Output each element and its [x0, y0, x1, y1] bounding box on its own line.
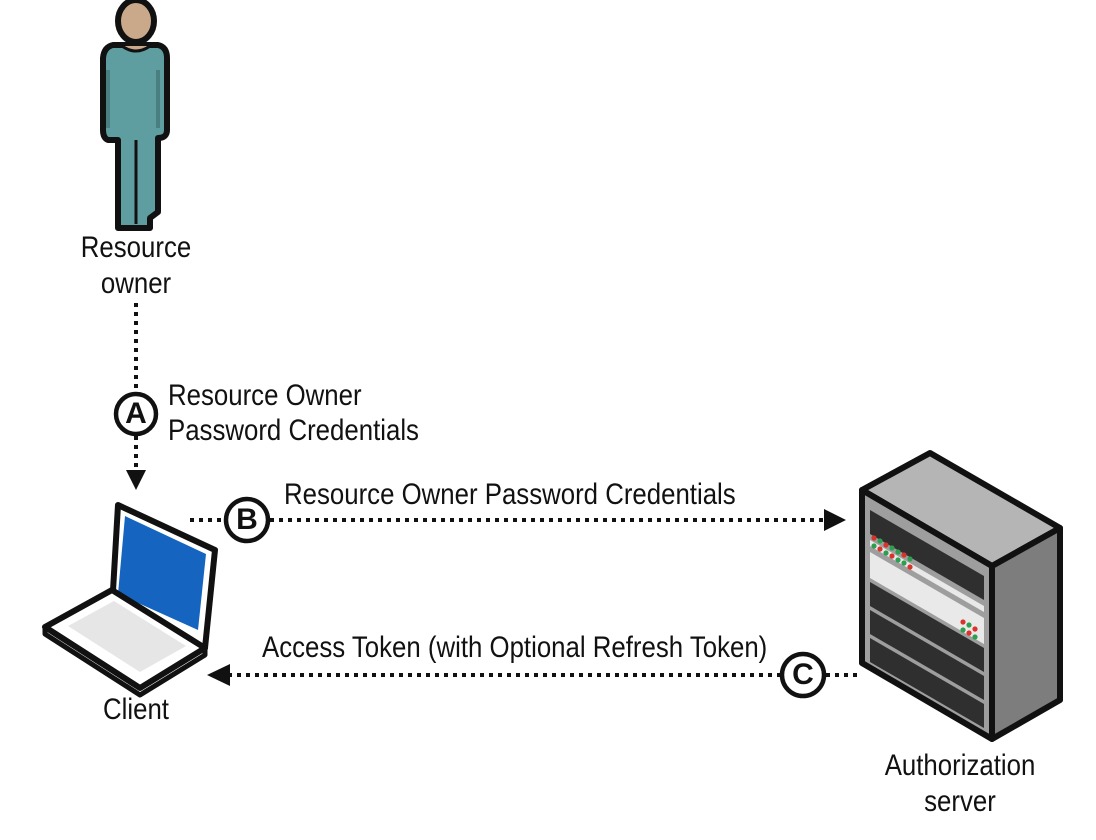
step-a-marker: A	[125, 397, 147, 430]
resource-owner-label: Resource owner	[80, 231, 192, 300]
step-b-marker: B	[236, 503, 258, 536]
step-c-label: Access Token (with Optional Refresh Toke…	[262, 631, 768, 664]
step-c-marker: C	[792, 658, 814, 691]
client-label: Client	[103, 693, 169, 726]
arrow-a	[113, 303, 159, 490]
client-laptop-icon	[42, 502, 218, 698]
step-a-label-line1: Resource Owner	[168, 379, 362, 412]
step-a-label-line2: Password Credentials	[168, 414, 419, 447]
step-b-label: Resource Owner Password Credentials	[284, 478, 736, 511]
authorization-server-icon	[859, 450, 1063, 742]
authorization-server-label: Authorization server	[884, 749, 1036, 818]
arrow-b	[190, 496, 846, 544]
resource-owner-icon	[100, 0, 170, 231]
arrow-c	[207, 651, 858, 699]
